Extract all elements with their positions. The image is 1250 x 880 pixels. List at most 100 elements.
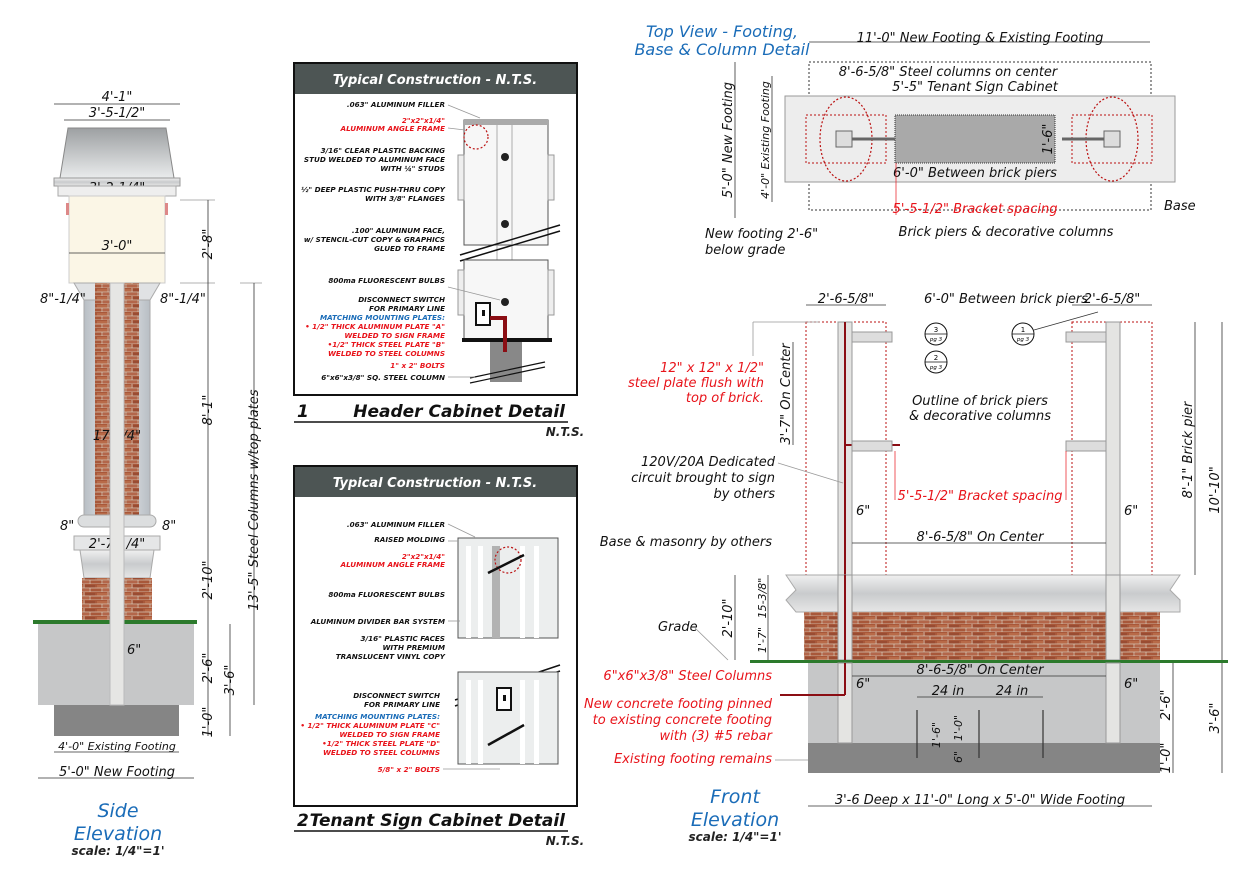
dim-cabinet-height: 2'-8" xyxy=(201,229,216,260)
note: 2"x2"x1/4" xyxy=(402,116,445,125)
callout-3[interactable]: 3 pg 3 xyxy=(924,322,948,346)
dim-cap-height: 15-3/8" xyxy=(756,578,769,619)
label-new-concrete-2: to existing concrete footing xyxy=(593,713,772,728)
label-base: Base xyxy=(1164,199,1196,214)
note: FOR PRIMARY LINE xyxy=(364,700,440,709)
note: WITH ¼" STUDS xyxy=(380,164,445,173)
dim-bracket-oc: 3'-7" On Center xyxy=(779,342,794,445)
dim-on-center-upper: 8'-6-5/8" On Center xyxy=(917,530,1046,545)
detail2-nts: N.T.S. xyxy=(546,834,585,848)
note: WELDED TO STEEL COLUMNS xyxy=(328,349,445,358)
label-new-footing-1: New footing 2'-6" xyxy=(705,227,818,242)
dim-rebar-offset: 6" xyxy=(952,751,965,763)
svg-text:pg 3: pg 3 xyxy=(1016,337,1030,343)
dim-steel-oc: 8'-6-5/8" Steel columns on center xyxy=(839,65,1059,80)
label-steel-plate-1: 12" x 12" x 1/2" xyxy=(660,361,764,376)
note: .063" ALUMINUM FILLER xyxy=(347,100,445,109)
dim-rebar-spacing-1: 24 in xyxy=(932,684,965,699)
note: 5/8" x 2" BOLTS xyxy=(378,765,440,774)
base-brick xyxy=(804,612,1160,660)
dim-new-footing: 5'-0" New Footing xyxy=(59,765,175,780)
dim-steel-columns: 13'-5" Steel Columns w/top plates xyxy=(247,389,262,610)
dim-base-height-front: 2'-10" xyxy=(721,598,736,637)
detail1-header-bar xyxy=(295,64,576,94)
label-new-concrete-1: New concrete footing pinned xyxy=(584,697,773,712)
label-new-footing-2: below grade xyxy=(705,243,785,258)
label-circuit-3: by others xyxy=(714,487,776,502)
note: WITH PREMIUM xyxy=(382,643,445,652)
note: 3/16" CLEAR PLASTIC BACKING xyxy=(321,146,446,155)
side-elevation: 4'-1" 3'-5-1/2" 3'-2-1/4" 3'-0" 2'-8" 8"… xyxy=(33,90,262,858)
dim-footing-depth: 2'-6" xyxy=(201,653,216,684)
detail2-title: Tenant Sign Cabinet Detail xyxy=(310,811,567,831)
svg-text:2: 2 xyxy=(934,354,938,362)
dim-left-offset-top: 8"-1/4" xyxy=(40,292,86,307)
dim-rebar-embed: 1'-0" xyxy=(952,715,965,741)
label-brick-piers: Brick piers & decorative columns xyxy=(899,225,1114,240)
side-elevation-scale: scale: 1/4"=1' xyxy=(72,844,165,858)
dim-top-width: 4'-1" xyxy=(102,90,133,105)
dim-right-offset-base: 8" xyxy=(162,519,176,534)
note: 800ma FLUORESCENT BULBS xyxy=(328,590,445,599)
label-outline-2: & decorative columns xyxy=(909,409,1051,424)
detail2-number: 2 xyxy=(297,811,309,831)
dim-overall: 11'-0" New Footing & Existing Footing xyxy=(857,31,1104,46)
header-cabinet-detail: Typical Construction - N.T.S. .063" ALUM… xyxy=(293,62,584,439)
label-grade: Grade xyxy=(658,620,698,635)
dim-existing-depth-front: 1'-0" xyxy=(1159,743,1174,774)
label-circuit-2: circuit brought to sign xyxy=(631,471,775,486)
note: .063" ALUMINUM FILLER xyxy=(347,520,445,529)
note: WELDED TO SIGN FRAME xyxy=(339,730,440,739)
note: MATCHING MOUNTING PLATES: xyxy=(320,313,445,322)
note: .100" ALUMINUM FACE, xyxy=(352,226,445,235)
note: MATCHING MOUNTING PLATES: xyxy=(315,712,440,721)
note: 3/16" PLASTIC FACES xyxy=(360,634,445,643)
top-view-title-2: Base & Column Detail xyxy=(634,40,810,59)
svg-text:3: 3 xyxy=(934,326,938,334)
svg-text:pg 3: pg 3 xyxy=(929,365,943,371)
steel-column xyxy=(109,282,125,706)
label-steel-plate-3: top of brick. xyxy=(686,391,764,406)
dim-tenant-cabinet: 5'-5" Tenant Sign Cabinet xyxy=(892,80,1059,95)
dim-bracket-spacing-front: 5'-5-1/2" Bracket spacing xyxy=(898,489,1063,504)
dim-steel-width-left-upper: 6" xyxy=(856,504,870,519)
dim-on-center-lower: 8'-6-5/8" On Center xyxy=(917,663,1046,678)
dim-steel-width-right-lower: 6" xyxy=(1124,677,1138,692)
dim-between-piers: 6'-0" Between brick piers xyxy=(893,166,1057,181)
base-cap xyxy=(785,574,1181,613)
front-elevation: 2'-6-5/8" 6'-0" Between brick piers 2'-6… xyxy=(584,292,1228,844)
dim-existing-footing: 4'-0" Existing Footing xyxy=(58,740,176,753)
note: WELDED TO SIGN FRAME xyxy=(344,331,445,340)
detail1-title: Header Cabinet Detail xyxy=(353,402,566,422)
note: ALUMINUM DIVIDER BAR SYSTEM xyxy=(310,617,445,626)
dim-left-offset-base: 8" xyxy=(60,519,74,534)
note: ALUMINUM ANGLE FRAME xyxy=(340,124,446,133)
dim-footing-size: 3'-6 Deep x 11'-0" Long x 5'-0" Wide Foo… xyxy=(835,793,1125,808)
dim-pier-height: 8'-1" xyxy=(201,395,216,426)
front-elevation-scale: scale: 1/4"=1' xyxy=(689,830,782,844)
dim-footing-depth-front: 2'-6" xyxy=(1159,690,1174,721)
note: GLUED TO FRAME xyxy=(374,244,445,253)
label-new-concrete-3: with (3) #5 rebar xyxy=(660,729,774,744)
label-steel-plate-2: steel plate flush with xyxy=(628,376,764,391)
header-cabinet-face xyxy=(68,195,166,284)
note: ½" DEEP PLASTIC PUSH-THRU COPY xyxy=(301,185,446,194)
note: DISCONNECT SWITCH xyxy=(353,691,440,700)
note: TRANSLUCENT VINYL COPY xyxy=(336,652,446,661)
note: w/ STENCIL-CUT COPY & GRAPHICS xyxy=(304,235,445,244)
dim-rebar-spacing-2: 24 in xyxy=(996,684,1029,699)
svg-text:pg 3: pg 3 xyxy=(929,337,943,343)
dim-cap-width: 3'-5-1/2" xyxy=(89,106,145,121)
dim-cabinet-width: 3'-0" xyxy=(102,239,133,254)
tenant-cabinet-detail: Typical Construction - N.T.S. .063" ALUM… xyxy=(293,465,585,848)
dim-left-pier: 2'-6-5/8" xyxy=(818,292,874,307)
front-elevation-title-2: Elevation xyxy=(691,809,779,831)
note: STUD WELDED TO ALUMINUM FACE xyxy=(304,155,445,164)
callout-2[interactable]: 2 pg 3 xyxy=(924,350,948,374)
svg-text:1: 1 xyxy=(1021,326,1025,334)
dim-brick-pier: 8'-1" Brick pier xyxy=(1181,400,1196,498)
callout-1[interactable]: 1 pg 3 xyxy=(1011,322,1035,346)
note: •1/2" THICK STEEL PLATE "D" xyxy=(322,739,440,748)
top-view: Top View - Footing, Base & Column Detail… xyxy=(634,22,1195,258)
